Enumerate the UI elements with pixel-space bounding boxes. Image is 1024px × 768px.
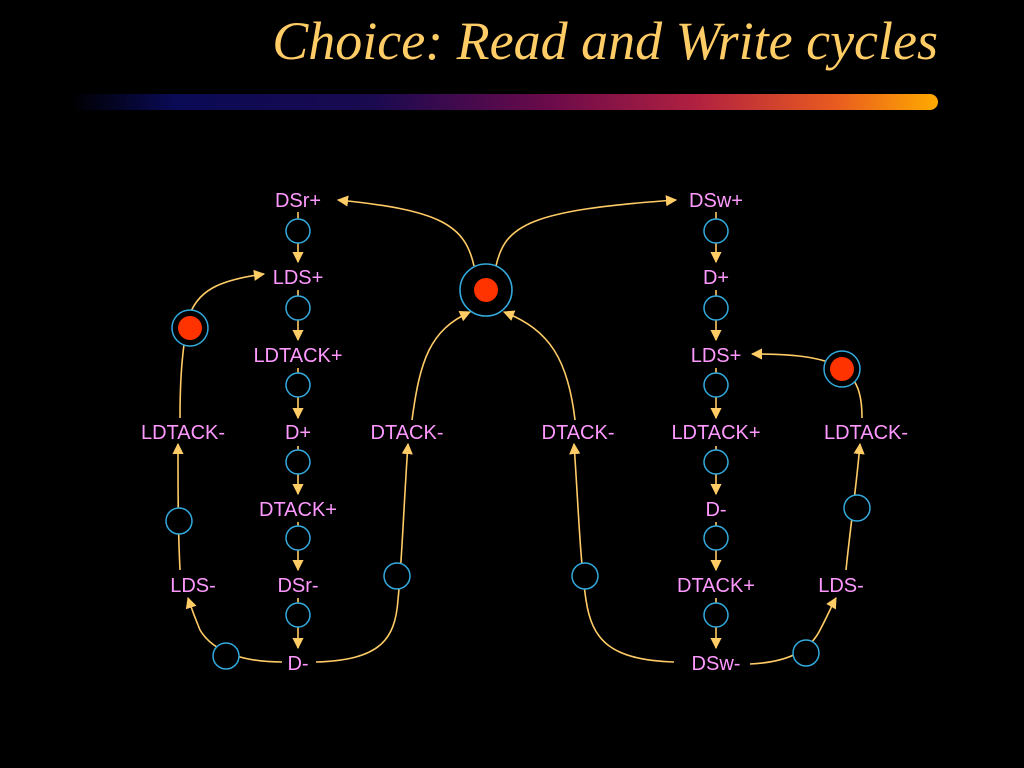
place	[285, 218, 311, 244]
place	[703, 218, 729, 244]
transition-ldtack-minus: LDTACK-	[141, 422, 225, 444]
transition-dtack-plus: DTACK+	[677, 575, 755, 597]
transition-d-minus: D-	[705, 499, 726, 521]
transition-lds-minus: LDS-	[170, 575, 216, 597]
transition-lds-minus: LDS-	[818, 575, 864, 597]
transition-dsr-minus: DSr-	[277, 575, 318, 597]
place	[703, 602, 729, 628]
transition-ldtack-minus: LDTACK-	[824, 422, 908, 444]
place	[703, 372, 729, 398]
place	[285, 372, 311, 398]
place	[165, 507, 193, 535]
transition-lds-plus: LDS+	[273, 267, 324, 289]
transition-d-minus: D-	[287, 653, 308, 675]
place	[571, 562, 599, 590]
transition-labels: DSr+ LDS+ LDTACK+ D+ DTACK+ DSr- D- LDTA…	[141, 190, 908, 675]
title-gradient-rule	[70, 94, 938, 110]
place	[792, 639, 820, 667]
place	[212, 642, 240, 670]
token	[178, 316, 202, 340]
place	[703, 449, 729, 475]
transition-dsw-plus: DSw+	[689, 190, 743, 212]
place	[285, 525, 311, 551]
transition-d-plus: D+	[703, 267, 729, 289]
place	[285, 295, 311, 321]
transition-ldtack-plus: LDTACK+	[671, 422, 760, 444]
transition-dtack-minus: DTACK-	[371, 422, 444, 444]
transition-dsw-minus: DSw-	[692, 653, 741, 675]
transition-d-plus: D+	[285, 422, 311, 444]
place	[285, 602, 311, 628]
transition-dsr-plus: DSr+	[275, 190, 321, 212]
place	[383, 562, 411, 590]
read-chain-places	[285, 218, 311, 628]
transition-dtack-plus: DTACK+	[259, 499, 337, 521]
place	[285, 449, 311, 475]
token	[474, 278, 498, 302]
transition-dtack-minus: DTACK-	[542, 422, 615, 444]
transition-ldtack-plus: LDTACK+	[253, 345, 342, 367]
transition-lds-plus: LDS+	[691, 345, 742, 367]
place	[843, 494, 871, 522]
token	[830, 357, 854, 381]
slide-title: Choice: Read and Write cycles	[272, 11, 938, 71]
write-chain-places	[703, 218, 729, 628]
marked-places	[171, 263, 861, 388]
place	[703, 525, 729, 551]
place	[703, 295, 729, 321]
curved-arc-places	[165, 494, 871, 670]
